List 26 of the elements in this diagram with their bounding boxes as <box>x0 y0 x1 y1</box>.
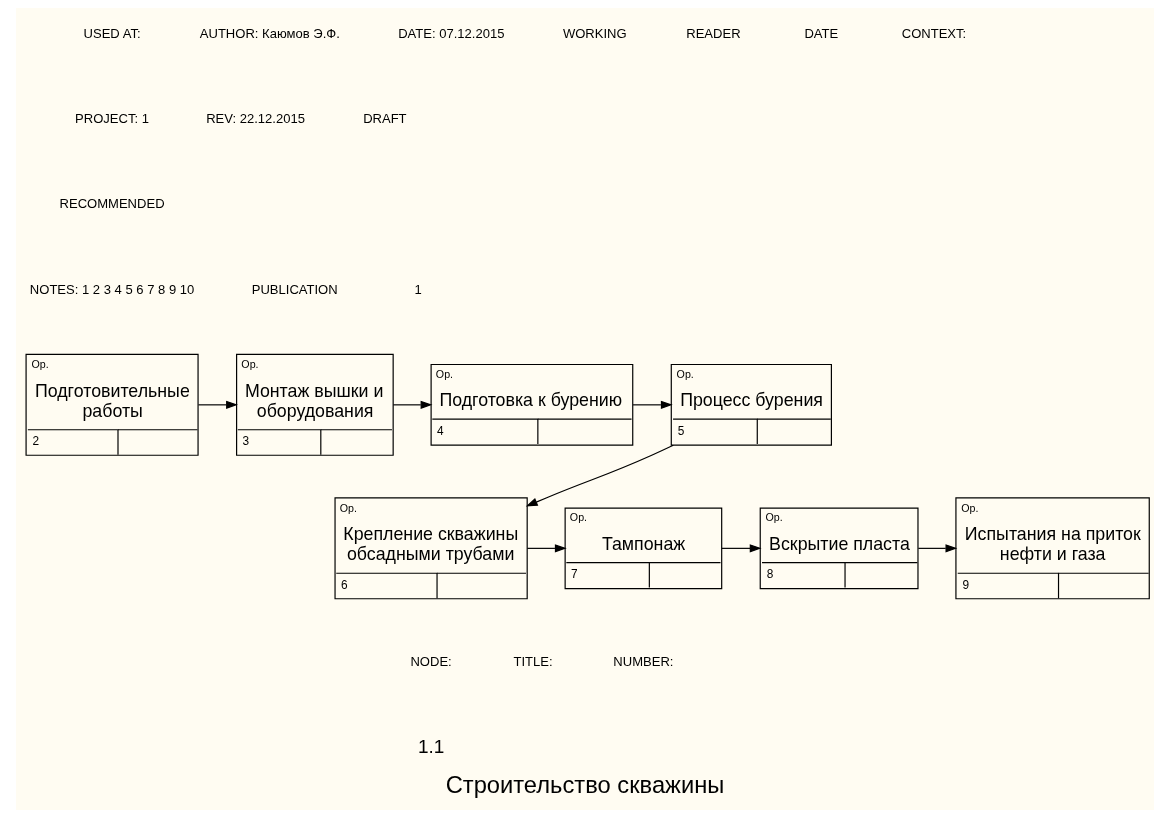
label: NUMBER: <box>613 654 674 670</box>
label: DATE: 07.12.2015 <box>398 25 505 41</box>
label: 1.1 <box>417 735 445 757</box>
label: PROJECT: 1 <box>75 110 150 126</box>
label: AUTHOR: Каюмов Э.Ф. <box>199 25 340 41</box>
label: USED AT: <box>83 25 141 41</box>
label: REV: 22.12.2015 <box>206 110 305 126</box>
arrow <box>526 544 567 553</box>
label: DRAFT <box>363 110 407 126</box>
arrow <box>632 400 673 409</box>
label: READER <box>686 25 741 41</box>
label: TITLE: <box>513 654 553 670</box>
label: DATE <box>804 25 839 41</box>
arrow <box>917 544 958 553</box>
label: NODE: <box>410 654 452 670</box>
label: WORKING <box>562 25 627 41</box>
label: 1 <box>414 281 422 297</box>
arrow <box>721 544 762 553</box>
label: RECOMMENDED <box>59 196 165 212</box>
arrow <box>392 400 433 409</box>
label: CONTEXT: <box>901 25 967 41</box>
arrow <box>197 400 238 409</box>
label: PUBLICATION <box>251 281 338 297</box>
arrow <box>525 444 674 507</box>
diagram-title: Строительство скважины <box>445 772 725 799</box>
label: NOTES: 1 2 3 4 5 6 7 8 9 10 <box>29 281 195 297</box>
